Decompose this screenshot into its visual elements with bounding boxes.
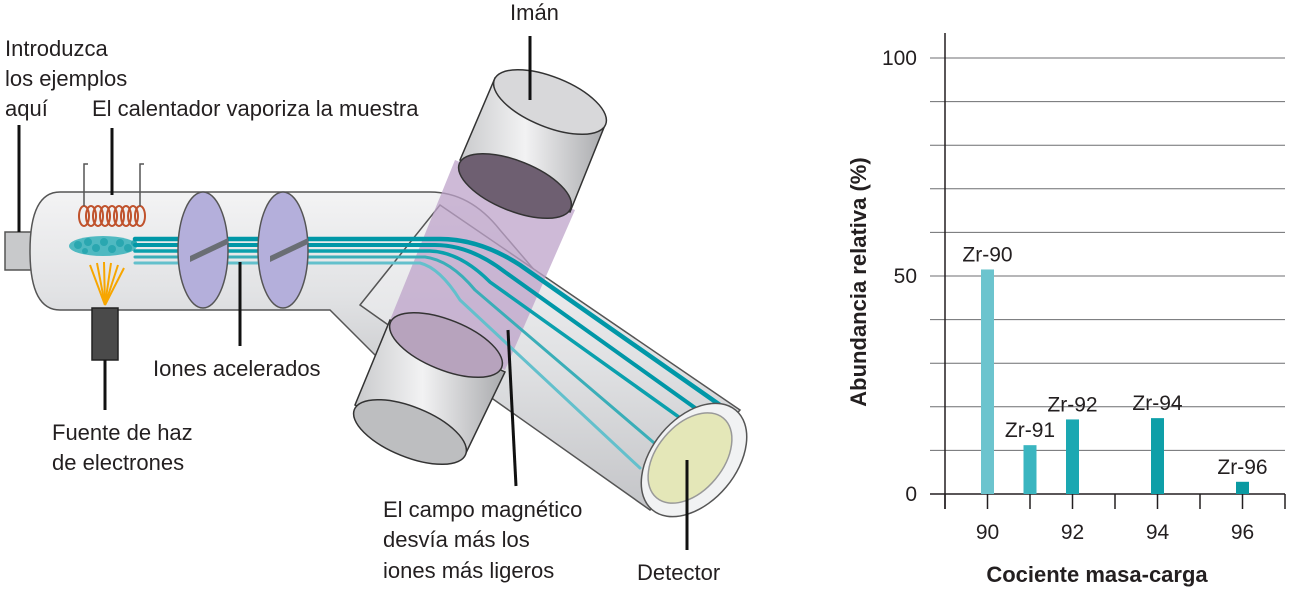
detector	[640, 402, 748, 518]
x-tick-label: 92	[1061, 521, 1084, 544]
heater-label: El calentador vaporiza la muestra	[92, 96, 419, 121]
y-axis-title: Abundancia relativa (%)	[846, 157, 871, 406]
electron-source-label: Fuente de haz de electrones	[52, 420, 199, 475]
electron-gun	[91, 307, 119, 361]
bar-label: Zr-91	[1005, 419, 1055, 442]
magnet-upper	[457, 68, 608, 220]
bar-zr-90	[981, 269, 994, 494]
y-tick-label: 50	[894, 265, 917, 288]
x-tick-label: 90	[976, 521, 999, 544]
bar-label: Zr-90	[962, 243, 1012, 266]
bar-zr-94	[1151, 418, 1164, 494]
x-axis-title: Cociente masa-carga	[986, 562, 1208, 587]
bar-label: Zr-92	[1047, 393, 1097, 416]
magnetic-field-label: El campo magnético desvía más los iones …	[383, 497, 588, 583]
y-tick-label: 100	[882, 47, 917, 70]
sample-intro-label: Introduzca los ejemplos aquí	[5, 36, 133, 121]
bar-zr-91	[1023, 445, 1037, 494]
magnet-label: Imán	[510, 0, 559, 25]
bar-label: Zr-96	[1217, 456, 1267, 479]
bar-label: Zr-94	[1132, 392, 1182, 415]
accelerator-plate-2	[257, 191, 309, 309]
bars	[981, 269, 1249, 494]
detector-label: Detector	[637, 560, 720, 585]
x-tick-label: 96	[1231, 521, 1254, 544]
bar-zr-96	[1236, 481, 1249, 494]
label-leaders	[17, 36, 689, 550]
ion-beams	[132, 236, 723, 470]
accelerated-ions-label: Iones acelerados	[153, 356, 321, 381]
heater-coil	[78, 163, 146, 227]
magnet-lower	[352, 311, 507, 466]
sample-vapor	[69, 236, 137, 256]
mass-spectrometer-diagram: Introduzca los ejemplos aquí El calentad…	[4, 0, 748, 585]
y-tick-label: 0	[905, 483, 917, 506]
electron-beam	[89, 261, 125, 306]
x-ticks: 90 92 94 96	[944, 494, 1286, 544]
y-ticks: 0 50 100	[882, 47, 917, 506]
x-tick-label: 94	[1146, 521, 1170, 544]
accelerator-plate-1	[177, 191, 229, 309]
bar-zr-92	[1066, 419, 1079, 494]
